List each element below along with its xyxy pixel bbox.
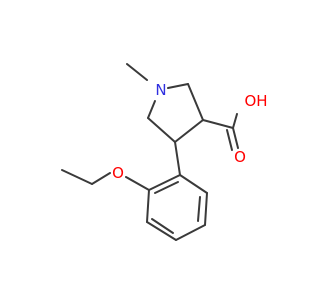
bond-ar1-ar2	[179, 174, 208, 194]
bond-co-double-b	[226, 129, 233, 151]
bond-c4-aryl	[174, 141, 181, 176]
nitrogen-label: N	[155, 81, 166, 99]
bond-ccooh-oh	[232, 113, 238, 129]
bond-co-double-a	[232, 127, 239, 149]
bond-n-c2	[167, 83, 189, 89]
bond-o-ch2	[91, 172, 111, 185]
hydroxyl-label: OH	[244, 92, 267, 110]
bond-lines	[61, 63, 239, 241]
bond-methyl-n	[126, 63, 148, 81]
chemical-structure: N O O OH	[0, 0, 300, 300]
bond-ar2-ar3	[204, 192, 208, 226]
ether-oxygen-label: O	[112, 164, 124, 182]
bond-ar6-ar1	[148, 174, 181, 191]
bond-c4-c5	[147, 117, 176, 143]
carbonyl-oxygen-label: O	[234, 148, 246, 166]
bond-c3-ccooh	[202, 119, 234, 129]
bond-ch2-ch3	[61, 169, 93, 185]
bond-c5-n	[147, 100, 156, 119]
bond-c2-c3	[187, 83, 204, 121]
bond-ar-inner-2	[151, 218, 174, 234]
bond-ar-inner-3	[154, 181, 179, 194]
bond-ar4-ar5	[146, 221, 177, 241]
background	[0, 0, 300, 300]
bond-c3-c4	[174, 119, 204, 143]
bond-ar-o	[125, 176, 150, 191]
bond-ar-inner-1	[197, 196, 201, 222]
bond-ar3-ar4	[175, 224, 206, 241]
bond-ar5-ar6	[146, 189, 150, 223]
